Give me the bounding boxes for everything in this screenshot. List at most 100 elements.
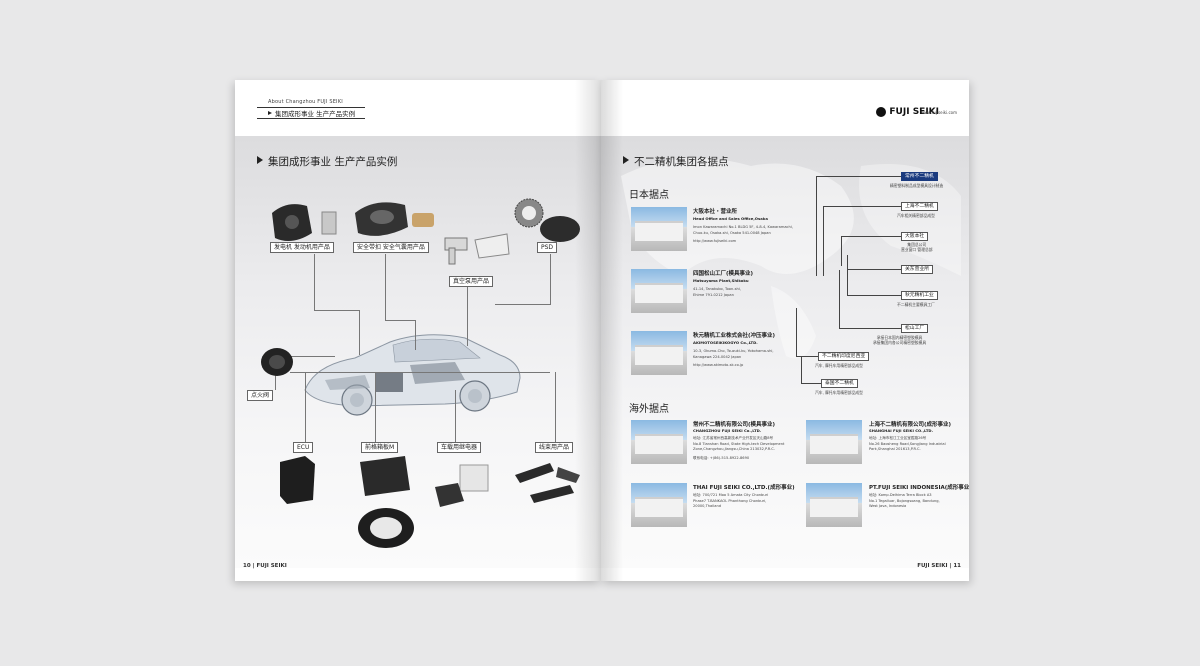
office-english-name: SHANGHAI FUJI SEIKI CO.,LTD. (869, 428, 934, 433)
office-address: 地址: 上海市松江工业区宝胜路26号 No.26 Baosheng Road,S… (869, 436, 946, 453)
map-connector (841, 236, 842, 266)
address-line: Imon Kawaramachi No.1 BLDG 5F, 4-8-4, Ka… (693, 225, 793, 229)
map-label-kanto: 关东营业所 (901, 265, 933, 274)
map-connector (823, 206, 824, 276)
office-name: 四国松山工厂(模具事业) (693, 271, 754, 277)
office-name: 大阪本社・营业所 (693, 209, 738, 215)
relay-label: 车载用继电器 (437, 442, 482, 453)
office-english-name: CHANGZHOU FUJI SEIKI Co.,LTD. (693, 428, 762, 433)
ecu-image (280, 456, 315, 504)
logo-text: FUJI SEIKI (889, 107, 939, 117)
page-footer-right: FUJI SEIKI | 11 (917, 563, 961, 569)
ecu-label: ECU (293, 442, 314, 453)
office-address: 地址: Komp.Delhima Terra Block A3 No.1 Teg… (869, 493, 940, 510)
office-address: 10-3, Okumo-Cho, Tsuzuki-ku, Yokohama-sh… (693, 349, 774, 369)
connector-line (314, 310, 359, 311)
website-url: www.fujiseiki.com (921, 110, 957, 115)
connector-line (555, 372, 556, 442)
address-line: West Java, Indonesia (869, 504, 907, 508)
office-address: 41-14, Tanakubo, Toon-shi, Ehime 791-021… (693, 287, 741, 298)
gutter-shadow (575, 80, 601, 581)
connector-line (415, 320, 416, 350)
map-connector (847, 255, 848, 295)
japan-locations-title: 日本据点 (629, 190, 669, 201)
front-panel-label: 前格箱板M (361, 442, 399, 453)
office-address: Imon Kawaramachi No.1 BLDG 5F, 4-8-4, Ka… (693, 225, 793, 245)
seatbelt-products-image (355, 202, 434, 236)
map-note: 集团总公司营业窗口 管理总部 (901, 242, 933, 252)
address-line: 20000,Thailand (693, 504, 722, 508)
osaka-office-photo (631, 207, 687, 251)
vacuum-pump-label: 真空泵用产品 (449, 276, 494, 287)
map-note: 汽车, 摩托车用精密部品成型 (815, 363, 863, 368)
section-title: 集团成形事业 生产产品实例 (257, 154, 397, 169)
address-line: Zone,Changzhou,Jiangsu,China 213032,P.R.… (693, 447, 775, 451)
address-line: No.26 Baosheng Road,Songjiang Industrial (869, 441, 946, 446)
address-line: No.1 Tegalluar, Bojongsoang, Bandung, (869, 498, 940, 503)
address-line: 地址: 700/721 Moo 5 Amata City Chonburi (693, 493, 769, 497)
map-connector (816, 176, 817, 276)
address-line: 地址: 上海市松江工业区宝胜路26号 (869, 436, 927, 440)
address-line: http://www.fujiseiki.com (693, 239, 737, 243)
connector-line (359, 310, 360, 355)
wire-harness-label: 线束用产品 (535, 442, 574, 453)
office-english-name: Matsuyama Plant,Shikoku (693, 278, 749, 283)
map-note: 精密塑料制品成型模具设计制造 (890, 183, 944, 188)
triangle-icon (257, 156, 263, 164)
wire-harness-image (515, 463, 580, 503)
map-note-line: 承接日本国内精密塑胶模具 (876, 335, 923, 340)
map-note-line: 承接集团内各公司精密塑胶模具 (873, 340, 927, 345)
shanghai-office-photo (806, 420, 862, 464)
address-line: Park,Shanghai 201613,P.R.C. (869, 447, 921, 451)
address-line: No.8 Tianshan Road, State High-tech Deve… (693, 441, 785, 446)
akimoto-plant-photo (631, 331, 687, 375)
map-connector (796, 356, 818, 357)
logo-mark-icon (876, 107, 887, 117)
address-line: Chuo-ku, Osaka-shi, Osaka 541-0048 Japan (693, 230, 771, 235)
map-label-changzhou: 常州不二精机 (901, 172, 938, 181)
map-connector (801, 356, 802, 383)
office-english-name: AKIMOTOSEIKIKOGYO Co.,LTD. (693, 340, 758, 345)
office-address: 地址: 700/721 Moo 5 Amata City Chonburi Ph… (693, 493, 768, 510)
map-label-osaka: 大阪本社 (901, 232, 929, 241)
map-connector (839, 270, 840, 328)
map-connector (847, 269, 901, 270)
connector-line (290, 372, 550, 373)
map-label-matsuyama: 松山工厂 (901, 324, 929, 333)
address-line: 地址: Komp.Delhima Terra Block A3 (869, 493, 932, 497)
ignition-valve-label: 点火阀 (247, 390, 274, 401)
front-panel-image (358, 456, 414, 548)
address-line: 联系电话: +(86)-515-8922-8690 (693, 455, 750, 460)
overseas-locations-title: 海外据点 (629, 404, 669, 415)
section-title-text: 集团成形事业 生产产品实例 (268, 156, 398, 168)
map-label-indonesia: 不二精机印度尼西亚 (818, 352, 870, 361)
map-label-shanghai: 上海不二精机 (901, 202, 938, 211)
matsuyama-plant-photo (631, 269, 687, 313)
map-note: 不二精机主要模具工厂 (897, 302, 935, 307)
connector-line (275, 356, 335, 357)
map-connector (823, 206, 901, 207)
address-line: 10-3, Okumo-Cho, Tsuzuki-ku, Yokohama-sh… (693, 349, 774, 353)
connector-line (375, 372, 376, 442)
motor-products-image (272, 204, 337, 242)
relay-image (435, 464, 489, 507)
header-main-text: 集团成形事业 生产产品实例 (268, 108, 355, 118)
map-connector (847, 295, 901, 296)
connector-line (305, 372, 306, 442)
motor-products-label: 发电机 发动机用产品 (270, 242, 334, 253)
connector-line (550, 254, 551, 304)
right-page: FUJI SEIKI www.fujiseiki.com 不二精机集团各据点 日… (601, 80, 969, 581)
address-line: 地址: 江苏省常州西高新技术产业开发区天山路8号 (693, 436, 774, 440)
header-divider (257, 107, 365, 108)
connector-line (385, 254, 386, 320)
header-small-text: About Changzhou FUJI SEIKI (268, 99, 343, 105)
section-title: 不二精机集团各据点 (623, 154, 729, 169)
map-note: 承接日本国内精密塑胶模具承接集团内各公司精密塑胶模具 (873, 335, 926, 345)
ignition-valve-image (261, 348, 293, 376)
map-connector (841, 236, 901, 237)
indonesia-office-photo (806, 483, 862, 527)
header-divider-bottom (257, 118, 365, 119)
thailand-office-photo (631, 483, 687, 527)
psd-label: PSD (537, 242, 558, 253)
seatbelt-products-label: 安全带扣 安全气囊用产品 (353, 242, 429, 253)
